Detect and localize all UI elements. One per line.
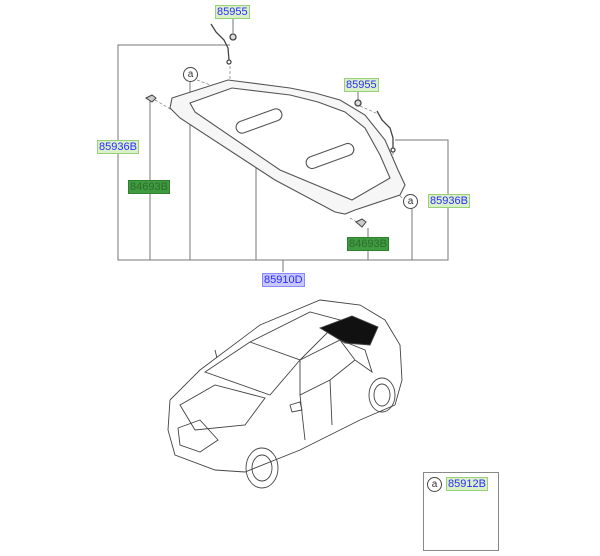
part-label-85936b-left[interactable]: 85936B: [97, 140, 139, 154]
strap-left-icon: [210, 23, 237, 65]
inset-body: [423, 495, 499, 551]
inset-callout-a: a: [427, 477, 442, 492]
part-label-85955-top[interactable]: 85955: [215, 5, 250, 19]
callout-a-right: a: [403, 194, 418, 209]
part-label-85955-right[interactable]: 85955: [344, 78, 379, 92]
part-label-85910d[interactable]: 85910D: [262, 273, 305, 287]
vehicle-icon: [167, 299, 403, 489]
part-label-85912b[interactable]: 85912B: [446, 477, 488, 491]
callout-a-left: a: [183, 67, 198, 82]
part-label-84693b-left[interactable]: 84693B: [128, 180, 170, 194]
inset-header: a 85912B: [423, 472, 499, 497]
cover-shelf-icon: [169, 79, 406, 215]
clip-left-icon: [145, 94, 157, 103]
part-label-84693b-right[interactable]: 84693B: [347, 237, 389, 251]
part-label-85936b-right[interactable]: 85936B: [428, 194, 470, 208]
strap-right-icon: [354, 99, 396, 153]
clip-right-icon: [355, 218, 367, 228]
